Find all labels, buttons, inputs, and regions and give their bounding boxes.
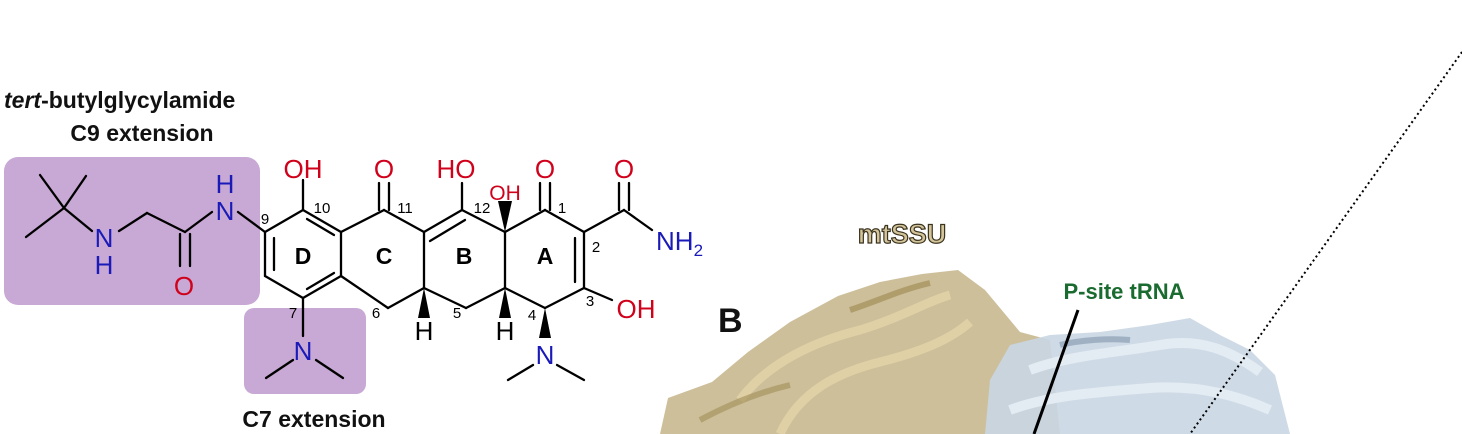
amide-h-atom: H	[216, 169, 235, 199]
carbon-locants: 1 2 3 4 5 6 7 9 10 11 12	[261, 200, 600, 324]
locant-6: 6	[372, 305, 380, 322]
ring-a-label: A	[537, 243, 554, 269]
psite-pointer-line	[1032, 309, 1080, 434]
ribosome-structure-render	[660, 270, 1290, 434]
locant-7: 7	[289, 305, 297, 322]
h-4a-wedge	[499, 288, 511, 318]
c7-extension-title: C7 extension	[242, 406, 385, 432]
locant-3: 3	[586, 293, 594, 310]
h-5a-atom: H	[415, 316, 434, 346]
c9-extension-subtitle: C9 extension	[70, 120, 213, 146]
c12a-oh-atom: OH	[489, 182, 521, 205]
nh2-atom: NH2	[656, 226, 703, 260]
c9-extension-title: tert-butylglycylamide	[4, 87, 235, 113]
c12-ho-atom: HO	[437, 154, 476, 184]
locant-5: 5	[453, 305, 461, 322]
locant-12: 12	[474, 200, 491, 217]
ring-c-label: C	[376, 243, 393, 269]
c11-o-atom: O	[374, 154, 394, 184]
ring-b-label: B	[456, 243, 473, 269]
h-5a-wedge	[418, 288, 430, 318]
n-4-wedge	[539, 308, 551, 338]
c1-o-atom: O	[535, 154, 555, 184]
locant-4: 4	[528, 307, 536, 324]
h-4a-atom: H	[496, 316, 515, 346]
c7-n-atom: N	[294, 336, 313, 366]
molecule-bonds	[24, 173, 654, 382]
locant-2: 2	[592, 239, 600, 256]
locant-9: 9	[261, 211, 269, 228]
amide-n-atom: N	[216, 196, 235, 226]
psite-trna-label: P-site tRNA	[1063, 279, 1184, 304]
locant-10: 10	[314, 200, 331, 217]
c9-extension-highlight	[4, 157, 260, 305]
oh-wedge	[498, 201, 512, 232]
panel-b-label: B	[718, 302, 743, 340]
glycyl-n-atom: N	[95, 223, 114, 253]
ring-labels: D C B A	[295, 243, 554, 269]
stereo-wedges	[418, 201, 551, 338]
c4-n-atom: N	[536, 340, 555, 370]
glycyl-h-atom: H	[95, 250, 114, 280]
mtssu-label: mtSSU	[858, 219, 947, 249]
c3-oh-atom: OH	[617, 294, 656, 324]
amide-o-atom: O	[614, 154, 634, 184]
glycyl-o-atom: O	[174, 271, 194, 301]
c10-oh-atom: OH	[284, 154, 323, 184]
ring-d-label: D	[295, 243, 312, 269]
atom-labels: N H O H N OH O HO O O OH N N H H	[95, 154, 656, 370]
dotted-guide-line	[1189, 51, 1462, 434]
locant-11: 11	[397, 200, 413, 217]
locant-1: 1	[558, 200, 566, 217]
